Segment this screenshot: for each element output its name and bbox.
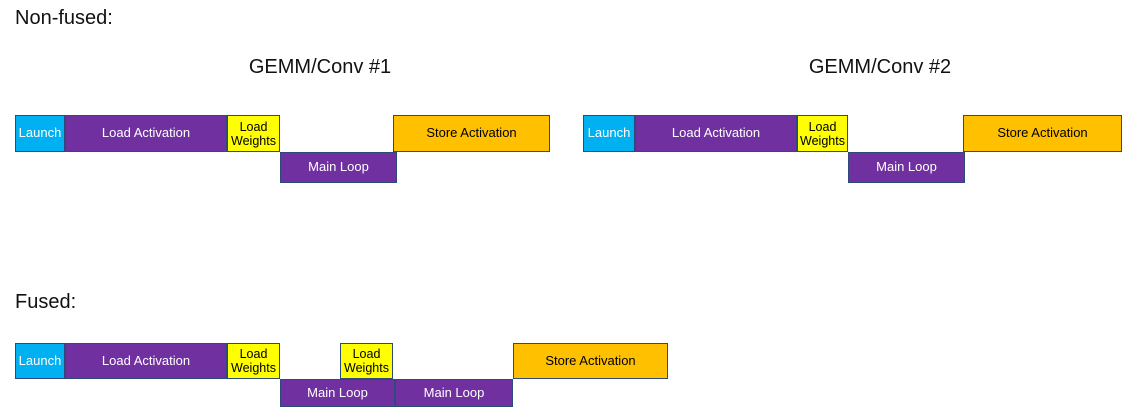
non-fused-section-label: Non-fused: [15,7,113,29]
timeline-block-label: Load Weights [231,347,276,375]
timeline-block-label: Launch [18,125,62,141]
nonfused2-load-activation-block: Load Activation [635,115,797,152]
nonfused1-main-loop-block: Main Loop [280,152,397,183]
fused-load-weights-1-block: Load Weights [227,343,280,379]
timeline-block-label: Load Activation [101,125,191,141]
timeline-block-label: Launch [587,125,631,141]
nonfused1-load-activation-block: Load Activation [65,115,227,152]
timeline-block-label: Load Weights [800,119,845,148]
nonfused1-store-activation-block: Store Activation [393,115,550,152]
timeline-block-label: Store Activation [545,352,636,368]
fused-main-loop-2-block: Main Loop [395,379,513,407]
timeline-block-label: Main Loop [308,159,369,175]
fused-load-weights-2-block: Load Weights [340,343,393,379]
timeline-block-label: Main Loop [307,384,368,400]
timeline-block-label: Main Loop [876,159,937,175]
nonfused2-load-weights-block: Load Weights [797,115,848,152]
fused-launch-block: Launch [15,343,65,379]
gemm-conv-1-heading: GEMM/Conv #1 [248,56,392,78]
timeline-block-label: Load Weights [231,119,276,148]
fused-load-activation-block: Load Activation [65,343,227,379]
nonfused1-launch-block: Launch [15,115,65,152]
timeline-block-label: Launch [18,352,62,368]
nonfused2-main-loop-block: Main Loop [848,152,965,183]
timeline-block-label: Store Activation [426,125,517,141]
timeline-block-label: Store Activation [997,125,1088,141]
timeline-block-label: Load Weights [344,347,389,375]
nonfused2-store-activation-block: Store Activation [963,115,1122,152]
fused-store-activation-block: Store Activation [513,343,668,379]
gemm-conv-2-heading: GEMM/Conv #2 [808,56,952,78]
timeline-block-label: Main Loop [423,384,485,400]
timeline-block-label: Load Activation [671,125,761,141]
fused-main-loop-1-block: Main Loop [280,379,395,407]
nonfused1-load-weights-block: Load Weights [227,115,280,152]
fused-section-label: Fused: [15,291,77,313]
timeline-block-label: Load Activation [101,352,191,368]
nonfused2-launch-block: Launch [583,115,635,152]
